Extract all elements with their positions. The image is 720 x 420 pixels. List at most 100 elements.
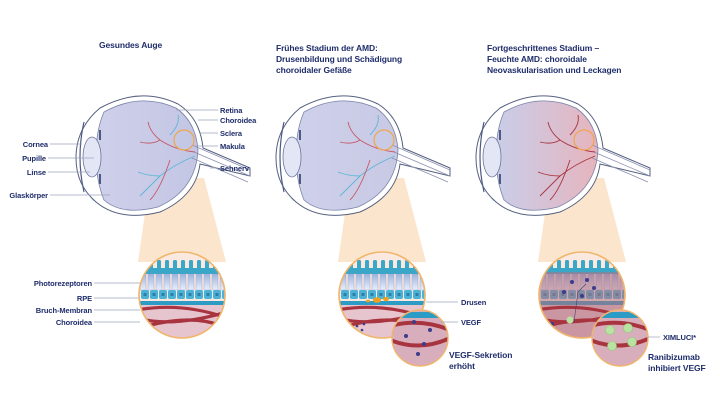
photoreceptor-body [187, 273, 195, 291]
sub-vessel [592, 336, 648, 348]
rpe-nucleus [370, 293, 374, 296]
retinal-vessel [169, 114, 179, 136]
retinal-vessel [549, 159, 571, 201]
photoreceptor-tip [605, 260, 609, 270]
photoreceptor-tip [197, 260, 201, 270]
macula-marker [373, 129, 395, 151]
drug-molecule [623, 323, 633, 333]
vegf-particle [412, 320, 416, 324]
rpe-nucleus [352, 293, 356, 296]
retinal-vessel [537, 171, 561, 177]
rpe-nucleus [143, 293, 147, 296]
drusen-deposit [383, 296, 389, 302]
photoreceptor-tip [573, 260, 577, 270]
label-sehnerv: Sehnerv [220, 164, 249, 173]
retinal-vessel [369, 114, 379, 136]
drusen-deposit [373, 297, 381, 303]
label-pupille: Pupille [22, 154, 46, 163]
photoreceptor-tip [389, 260, 393, 270]
photoreceptor-body [179, 273, 187, 291]
photoreceptor-tip [189, 260, 193, 270]
rpe-cell [222, 290, 225, 299]
sub-vessel [392, 336, 448, 348]
vegf-particle [580, 294, 584, 298]
sub-magnifier-border [591, 309, 649, 367]
photoreceptor-body [347, 273, 355, 291]
label-vegf: VEGF [461, 318, 482, 327]
photoreceptor-body [403, 273, 411, 291]
label-glaskoerper: Glaskörper [9, 191, 48, 200]
panel2-title-line1: Frühes Stadium der AMD: [276, 43, 378, 53]
eye-cross-section-healthy [75, 95, 251, 262]
vegf-particle [360, 328, 364, 332]
photoreceptor-tip [165, 260, 169, 270]
cornea [279, 121, 285, 193]
retinal-vessel [139, 139, 161, 144]
photoreceptor-body [371, 273, 379, 291]
rpe-nucleus [215, 293, 219, 296]
retinal-vessel [569, 114, 579, 136]
panel2-title-line2: Drusenbildung und Schädigung [276, 54, 403, 64]
vegf-particle [362, 322, 366, 326]
drusen-deposit [366, 299, 370, 303]
caption-ranibizumab-line2: inhibiert VEGF [648, 363, 706, 373]
panel2-title-line3: choroidaler Gefäße [276, 65, 352, 75]
rpe-nucleus [343, 293, 347, 296]
lens [82, 136, 102, 178]
rpe-nucleus [188, 293, 192, 296]
vegf-particle [585, 278, 589, 282]
rpe-nucleus [179, 293, 183, 296]
photoreceptor-body [411, 273, 419, 291]
panel3-title-line3: Neovaskularisation und Leckagen [487, 65, 622, 75]
rpe-nucleus [206, 293, 210, 296]
rpe-nucleus [379, 293, 383, 296]
label-cornea: Cornea [22, 140, 48, 149]
photoreceptor-tip [181, 260, 185, 270]
macula-marker [573, 129, 595, 151]
label-rpe: RPE [76, 294, 92, 303]
label-retina: Retina [220, 106, 243, 115]
lens [482, 136, 502, 178]
caption-vegf-line2: erhöht [449, 361, 475, 371]
eye-cross-section-late [475, 95, 651, 262]
panel1-title: Gesundes Auge [99, 40, 163, 50]
retinal-vessel [149, 159, 171, 201]
label-choroidea-detail: Choroidea [55, 318, 92, 327]
vegf-particle [416, 352, 420, 356]
label-photorezeptoren: Photorezeptoren [33, 279, 92, 288]
optic-nerve [591, 144, 651, 183]
photoreceptor-body [379, 273, 387, 291]
photoreceptor-body [155, 273, 163, 291]
photoreceptor-body [363, 273, 371, 291]
outer-segment-band [339, 268, 425, 274]
sub-membrane [392, 312, 448, 318]
optic-nerve [391, 144, 451, 183]
photoreceptor-tip [365, 260, 369, 270]
sub-magnifier-border [391, 309, 449, 367]
neovascular-sprout [573, 283, 587, 323]
rpe-nucleus [388, 293, 392, 296]
photoreceptor-body [163, 273, 171, 291]
photoreceptor-body [203, 273, 211, 291]
outer-segment-band [539, 268, 625, 274]
label-drusen: Drusen [461, 298, 487, 307]
optic-nerve [191, 144, 251, 183]
label-linse: Linse [26, 168, 46, 177]
rpe-nucleus [152, 293, 156, 296]
rpe-nucleus [415, 293, 419, 296]
photoreceptor-tip [557, 260, 561, 270]
retinal-vessel [337, 171, 361, 177]
photoreceptor-tip [157, 260, 161, 270]
retinal-vessel [137, 171, 161, 177]
drug-molecule [627, 337, 637, 347]
vegf-particle [404, 334, 408, 338]
bruch-membrane [339, 301, 425, 305]
bruch-membrane [139, 301, 225, 305]
rpe-nucleus [397, 293, 401, 296]
photoreceptor-body [195, 273, 203, 291]
photoreceptor-tip [565, 260, 569, 270]
magnifier-border [538, 251, 626, 339]
label-bruch-membran: Bruch-Membran [35, 306, 92, 315]
photoreceptor-tip [381, 260, 385, 270]
